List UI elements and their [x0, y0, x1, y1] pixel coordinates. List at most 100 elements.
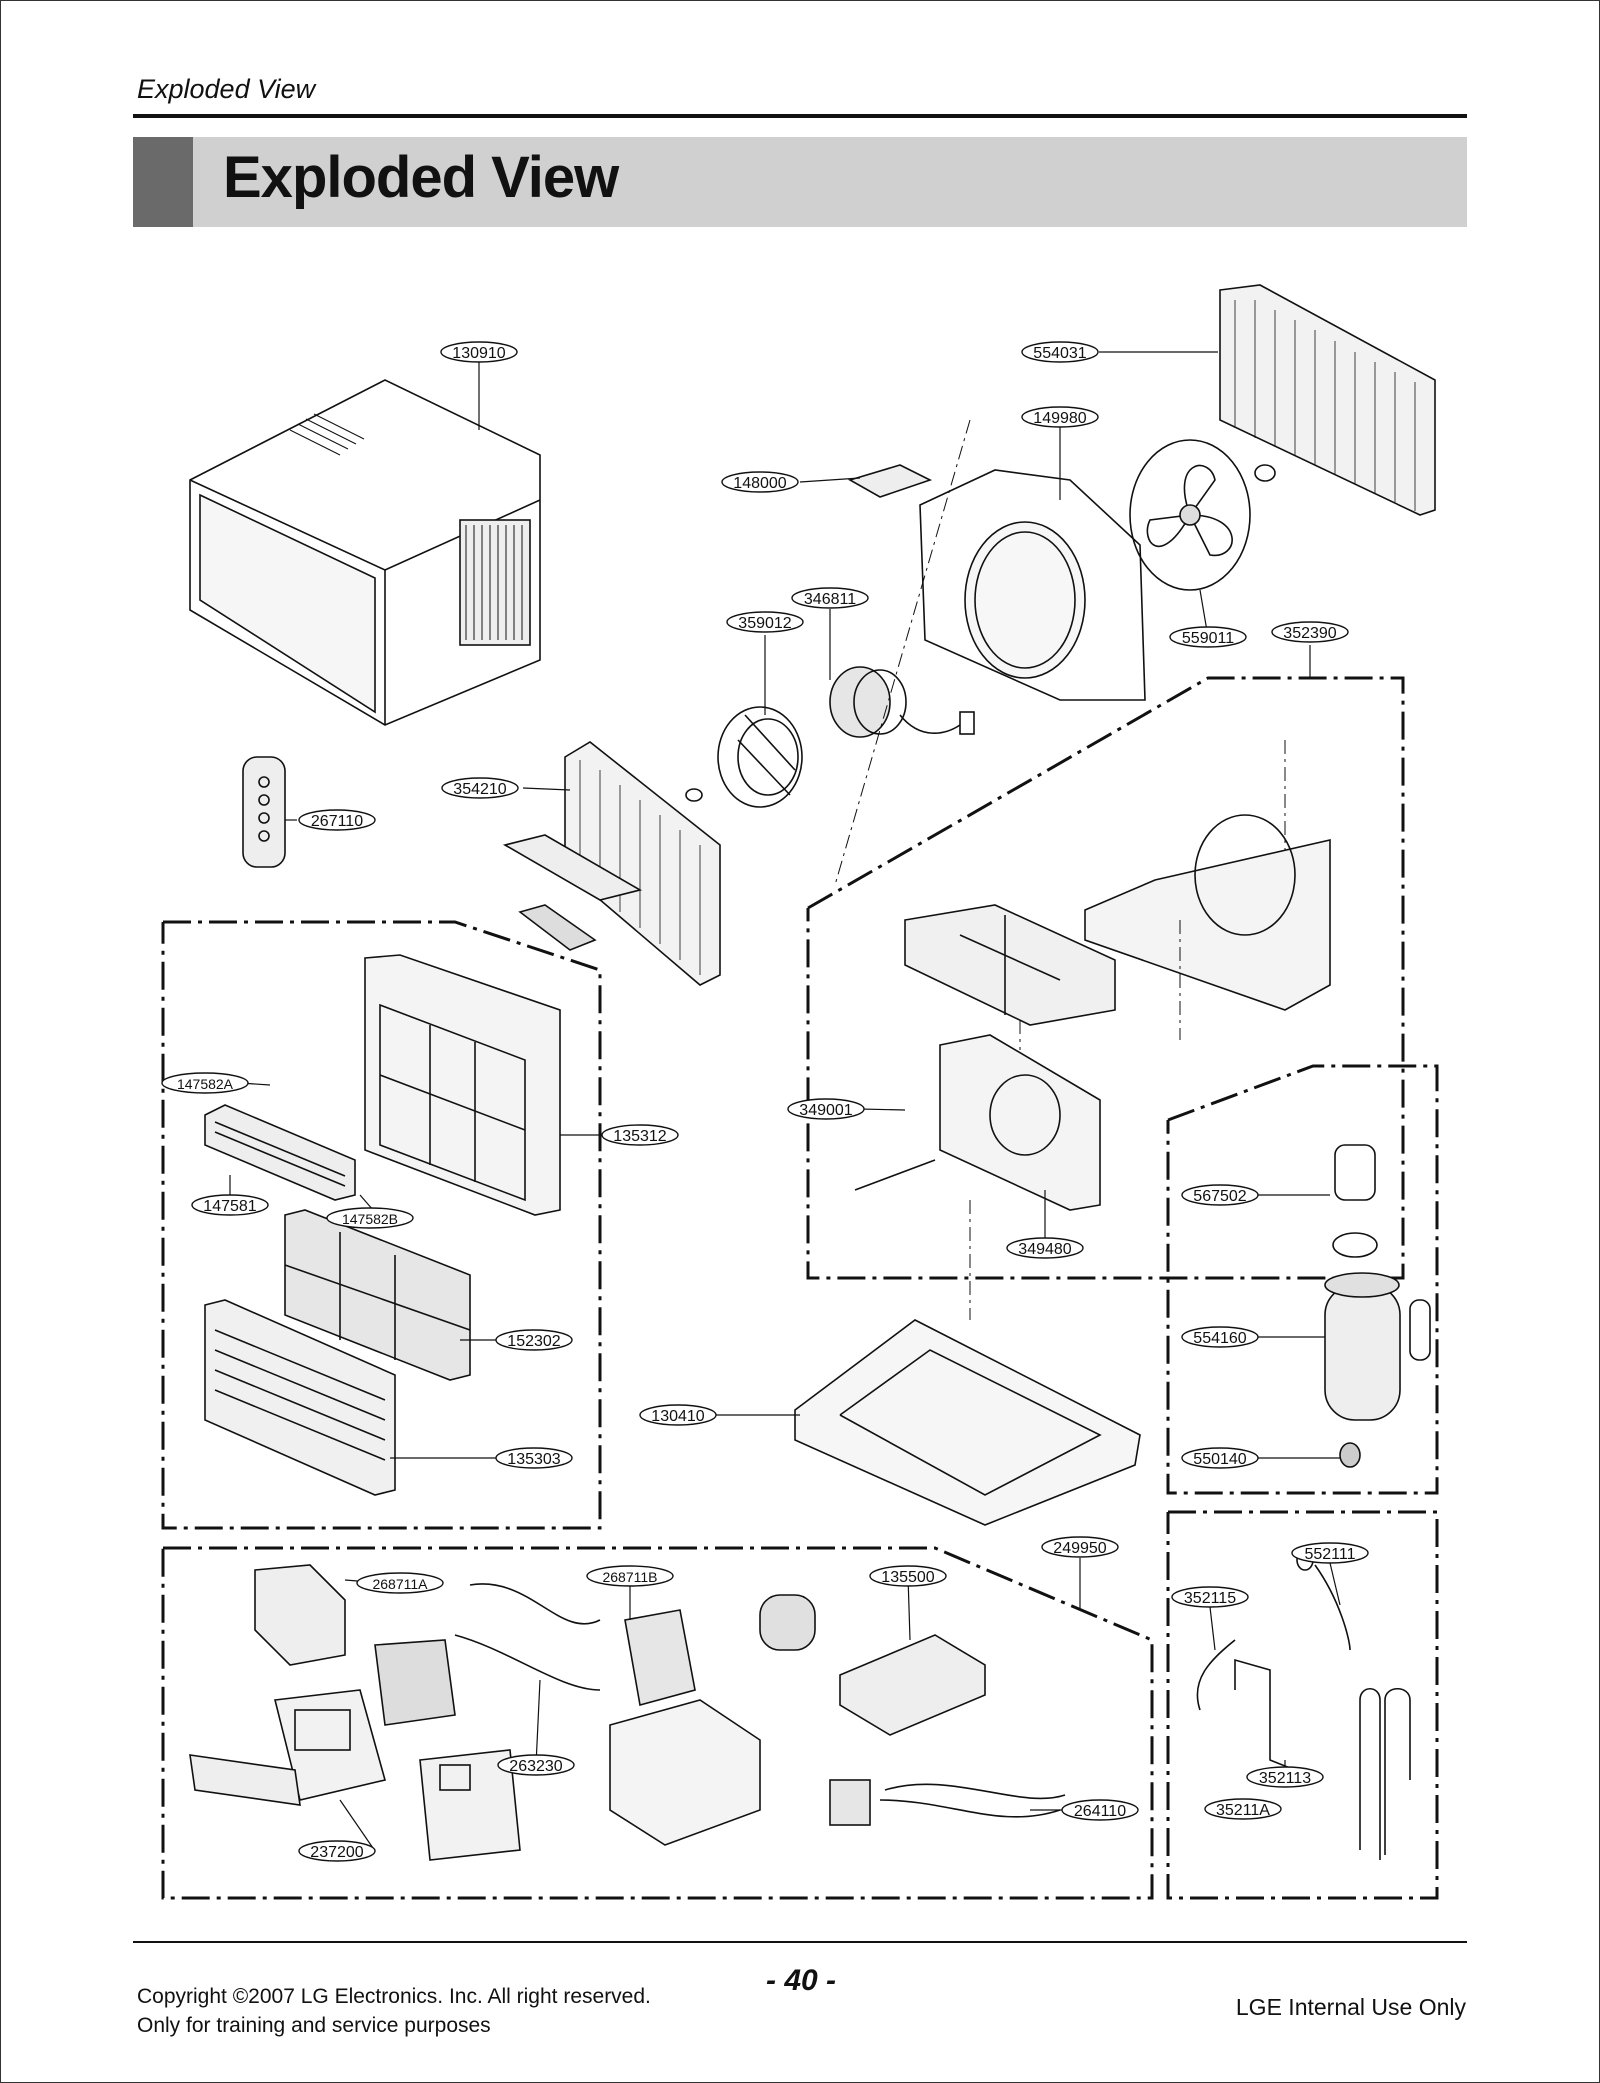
part-number-text: 135312	[613, 1128, 666, 1145]
part-number-text: 152302	[507, 1333, 560, 1350]
part-label-147582A: 147582A	[161, 1072, 249, 1094]
part-label-268711B: 268711B	[586, 1565, 674, 1587]
front-panel-group-box	[161, 920, 602, 1530]
inlet-grille-drawing	[204, 1299, 396, 1496]
part-number-text: 135500	[881, 1569, 934, 1586]
capacitor-drawing	[829, 1779, 1066, 1826]
part-number-text: 237200	[310, 1844, 363, 1861]
part-number-text: 559011	[1182, 630, 1234, 647]
part-label-349001: 349001	[787, 1098, 865, 1120]
part-number-text: 35211A	[1216, 1802, 1270, 1819]
part-label-554031: 554031	[1021, 341, 1099, 363]
indoor-group-box	[806, 676, 1405, 1280]
part-label-359012: 359012	[726, 611, 804, 633]
part-label-349480: 349480	[1006, 1237, 1084, 1259]
part-number-text: 554160	[1193, 1330, 1246, 1347]
part-number-text: 550140	[1193, 1451, 1246, 1468]
part-label-135312: 135312	[601, 1124, 679, 1146]
part-label-550140: 550140	[1181, 1447, 1259, 1469]
part-number-text: 263230	[509, 1758, 562, 1775]
part-label-249950: 249950	[1041, 1536, 1119, 1558]
part-number-text: 147582A	[177, 1076, 234, 1092]
part-number-text: 130910	[452, 345, 505, 362]
fan-motor-drawing	[829, 666, 975, 738]
part-number-text: 554031	[1033, 345, 1086, 362]
part-label-554160: 554160	[1181, 1326, 1259, 1348]
compressor-group-box	[1166, 1064, 1439, 1495]
part-number-text: 135303	[507, 1451, 560, 1468]
part-label-264110: 264110	[1061, 1799, 1139, 1821]
part-label-149980: 149980	[1021, 406, 1099, 428]
part-label-147582B: 147582B	[326, 1207, 414, 1229]
part-label-552111: 552111	[1291, 1542, 1369, 1564]
part-label-147581: 147581	[191, 1194, 269, 1216]
part-number-text: 130410	[651, 1408, 704, 1425]
page-title: Exploded View	[223, 145, 619, 210]
part-label-135303: 135303	[495, 1447, 573, 1469]
part-number-text: 147582B	[342, 1211, 398, 1227]
part-label-352115: 352115	[1171, 1586, 1249, 1608]
part-number-text: 567502	[1193, 1188, 1246, 1205]
part-number-text: 349480	[1018, 1241, 1071, 1258]
part-number-text: 352390	[1283, 625, 1336, 642]
outdoor-fan-drawing	[1129, 439, 1276, 591]
part-number-text: 268711B	[602, 1569, 657, 1585]
part-label-148000: 148000	[721, 471, 799, 493]
piping-group-box	[1166, 1510, 1439, 1900]
air-filter-drawing	[284, 1209, 471, 1381]
section-header-label: Exploded View	[137, 74, 316, 104]
page-number: - 40 -	[766, 1964, 837, 1997]
footer-rule	[133, 1941, 1467, 1943]
cover-plate-drawing	[839, 1634, 986, 1736]
piping-drawing	[1196, 1549, 1411, 1860]
part-number-text: 268711A	[372, 1576, 428, 1592]
part-label-267110: 267110	[298, 809, 376, 831]
part-number-text: 352113	[1259, 1770, 1311, 1787]
front-grille-drawing	[364, 954, 561, 1216]
part-label-559011: 559011	[1169, 626, 1247, 648]
part-number-text: 349001	[799, 1102, 852, 1119]
base-pan-drawing	[794, 1319, 1141, 1526]
bracket-drawing	[847, 464, 933, 498]
shroud-drawing	[919, 469, 1146, 701]
air-guide-drawing	[904, 904, 1116, 1026]
part-label-130910: 130910	[440, 341, 518, 363]
part-label-135500: 135500	[869, 1565, 947, 1587]
part-label-130410: 130410	[639, 1404, 717, 1426]
part-number-text: 148000	[733, 475, 786, 492]
blower-wheel-drawing	[685, 706, 803, 808]
part-number-text: 264110	[1074, 1803, 1126, 1820]
part-number-text: 552111	[1304, 1546, 1355, 1563]
part-label-237200: 237200	[298, 1840, 376, 1862]
part-label-354210: 354210	[441, 777, 519, 799]
orifice-plate-drawing	[854, 1034, 1101, 1211]
louver-drawing	[204, 1104, 356, 1201]
cabinet-drawing	[189, 379, 541, 726]
copyright-line: Copyright ©2007 LG Electronics. Inc. All…	[137, 1985, 651, 2008]
part-label-346811: 346811	[791, 587, 869, 609]
part-label-152302: 152302	[495, 1329, 573, 1351]
part-label-268711A: 268711A	[356, 1572, 444, 1594]
part-number-text: 346811	[804, 591, 856, 608]
evaporator-coil-drawing	[502, 741, 721, 986]
copyright-block: Copyright ©2007 LG Electronics. Inc. All…	[137, 1982, 651, 2040]
part-label-35211A: 35211A	[1204, 1798, 1282, 1820]
compressor-drawing	[1324, 1144, 1431, 1468]
part-number-text: 249950	[1053, 1540, 1106, 1557]
scroll-housing-drawing	[1084, 814, 1331, 1011]
title-band-accent	[133, 137, 193, 227]
part-label-263230: 263230	[497, 1754, 575, 1776]
header-rule	[133, 114, 1467, 118]
internal-use-notice: LGE Internal Use Only	[1235, 1994, 1466, 2020]
training-notice: Only for training and service purposes	[137, 2014, 491, 2037]
part-number-text: 147581	[203, 1198, 256, 1215]
part-label-352390: 352390	[1271, 621, 1349, 643]
remote-control-drawing	[242, 756, 286, 868]
control-pcb-drawing	[189, 1564, 521, 1861]
harness-drawing	[454, 1583, 601, 1691]
condenser-coil-drawing	[1219, 284, 1436, 516]
part-label-352113: 352113	[1246, 1766, 1324, 1788]
part-number-text: 149980	[1033, 410, 1086, 427]
